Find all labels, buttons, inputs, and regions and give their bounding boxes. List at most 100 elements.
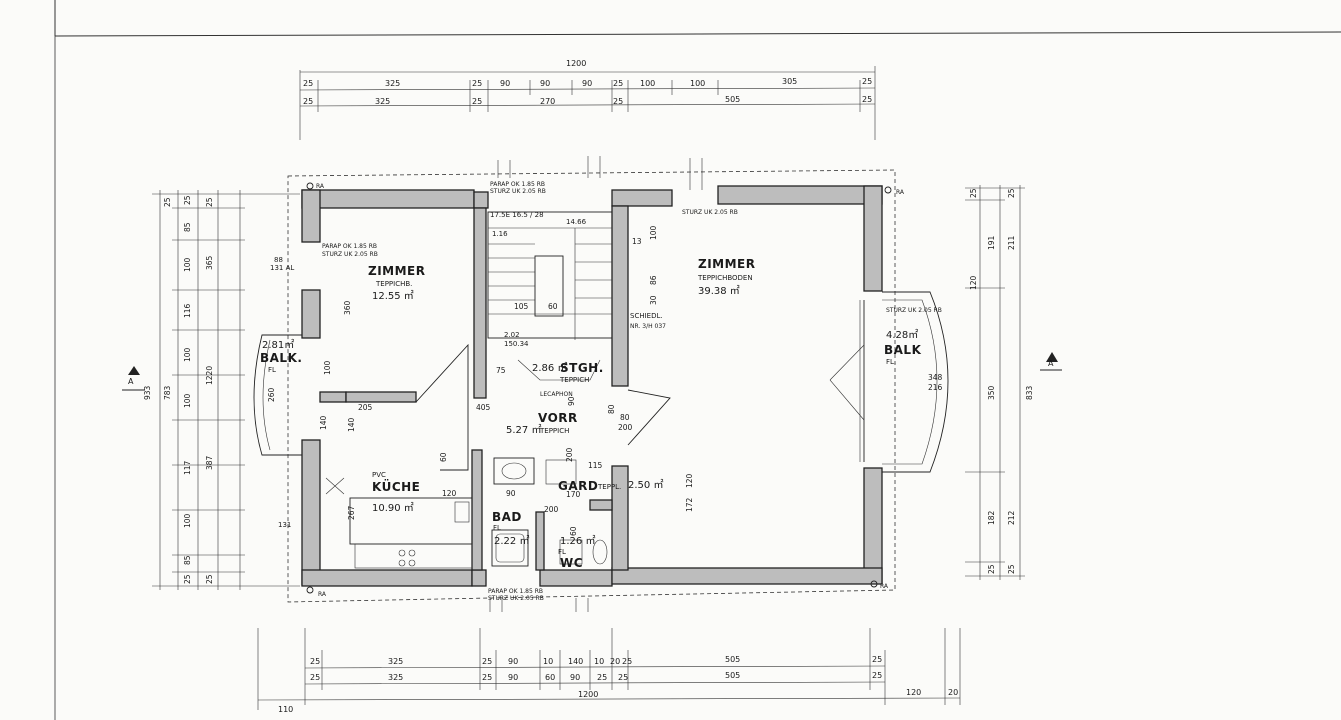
room-floor-gard: TEPPL. [597, 483, 621, 491]
room-floor-kueche: PVC [372, 471, 386, 479]
dim-label: 200 [544, 505, 559, 514]
dim-label: 350 [987, 385, 996, 400]
dim-label: 25 [205, 197, 214, 207]
dim-label: 90 [506, 489, 516, 498]
dim-label: 25 [183, 195, 192, 205]
room-name-stgh: STGH. [560, 361, 604, 375]
dim-label: 360 [343, 300, 352, 315]
annotation-schiedl: SCHIEDL. [630, 312, 663, 320]
dim-label: 60 [439, 452, 448, 462]
annotation-nr: NR. 3/H 037 [630, 323, 666, 330]
room-floor-stgh: TEPPICH [559, 376, 589, 384]
dim-label: 305 [782, 77, 797, 86]
dim-label: 10 [594, 657, 604, 666]
annotation-sill-top: 131 AL [270, 264, 294, 272]
dim-label: 172 [685, 497, 694, 512]
dim-label: 348 [928, 373, 943, 382]
dim-label: 191 [987, 235, 996, 250]
dim-label: 200 [618, 423, 633, 432]
dim-label: 25 [303, 79, 313, 88]
dim-label: 120 [442, 489, 457, 498]
dim-label: 25 [862, 95, 872, 104]
interior-walls [319, 205, 629, 571]
page-top-border [54, 31, 1341, 37]
dim-label: 933 [143, 385, 152, 400]
dim-label: 120 [685, 473, 694, 488]
balcony-left-outline [253, 334, 302, 456]
dim-label: 25 [472, 79, 482, 88]
bottom-total: 1200 [578, 690, 598, 699]
dim-label: 833 [1025, 385, 1034, 400]
dim-label: 25 [872, 671, 882, 680]
annotation-sill-88: 88 [274, 256, 283, 264]
door-swing [829, 344, 865, 421]
dim-label: 60 [569, 526, 578, 536]
dim-label: 115 [588, 461, 603, 470]
dim-label: 783 [163, 385, 172, 400]
dim-label: 100 [649, 225, 658, 240]
dim-label: 25 [310, 673, 320, 682]
room-area-stgh: 2.86 ㎡ [532, 362, 567, 374]
dim-label: 25 [1007, 188, 1016, 198]
section-label: A [1048, 359, 1054, 368]
dim-label: 90 [540, 79, 550, 88]
ra-marker [870, 580, 878, 588]
dim-label: 25 [163, 197, 172, 207]
dim-label: 170 [566, 490, 581, 499]
dim-label: 25 [872, 655, 882, 664]
annotation-level-2: 2.02 [504, 331, 520, 339]
dim-label: 100 [183, 513, 192, 528]
staircase [487, 211, 613, 381]
annotation-parapet-bottom: PARAP OK 1.85 RB [488, 588, 543, 595]
annotation-lintel: STURZ UK 2.05 RB [322, 251, 378, 258]
room-name-zimmer-2: ZIMMER [698, 257, 756, 271]
dim-label: 365 [205, 255, 214, 270]
room-area-zimmer-2: 39.38 ㎡ [698, 285, 740, 297]
dim-label: 1220 [205, 366, 214, 385]
dim-label: 80 [607, 404, 616, 414]
dim-label: 105 [514, 302, 529, 311]
dim-label: 25 [482, 657, 492, 666]
dim-label: 100 [183, 257, 192, 272]
annotation-lintel-bottom: STURZ UK 2.05 RB [488, 595, 544, 602]
annotation-sill-bottom: 131 [278, 521, 291, 529]
dim-label: 216 [928, 383, 943, 392]
dim-label: 120 [969, 275, 978, 290]
dim-label: 505 [725, 655, 740, 664]
dim-label: 182 [987, 510, 996, 525]
dim-label: 60 [545, 673, 555, 682]
dim-label: 86 [649, 275, 658, 285]
dim-label: 20 [948, 688, 958, 697]
room-floor-bad: FL [493, 524, 501, 532]
dim-label: 90 [508, 673, 518, 682]
room-area-vorr: 5.27 ㎡ [506, 424, 541, 436]
room-area-zimmer-1: 12.55 ㎡ [372, 290, 414, 302]
annotation-lintel-balk: STURZ UK 2.05 RB [886, 307, 942, 314]
room-floor-balk-right: FL. [886, 358, 896, 366]
dim-label: 325 [388, 673, 403, 682]
dim-label: 25 [613, 97, 623, 106]
dim-label: 25 [597, 673, 607, 682]
dim-label: 25 [303, 97, 313, 106]
dim-label: 75 [496, 366, 506, 375]
ra-label: RA [316, 183, 325, 190]
dim-label: 25 [613, 79, 623, 88]
dim-label: 200 [565, 447, 574, 462]
dim-label: 325 [385, 79, 400, 88]
dim-label: 505 [725, 671, 740, 680]
dim-label: 25 [987, 564, 996, 574]
dim-label: 25 [183, 574, 192, 584]
ra-marker [884, 186, 892, 194]
right-dimension-chain: 25 191 350 182 25 211 212 833 25 25 120 [965, 185, 1034, 580]
section-marker-left: A [122, 366, 145, 391]
dim-label: 100 [690, 79, 705, 88]
annotation-lintel-top: STURZ UK 2.05 RB [490, 188, 546, 195]
dim-label: 10 [543, 657, 553, 666]
dim-label: 13 [632, 237, 642, 246]
ra-marker [306, 182, 314, 190]
annotation-stair-rise: 17.5E 16.5 / 28 [490, 211, 544, 219]
hall-angled-wall [415, 343, 469, 471]
room-floor-zimmer-1: TEPPICHB. [375, 280, 412, 288]
dim-label: 90 [508, 657, 518, 666]
dim-label: 100 [183, 347, 192, 362]
